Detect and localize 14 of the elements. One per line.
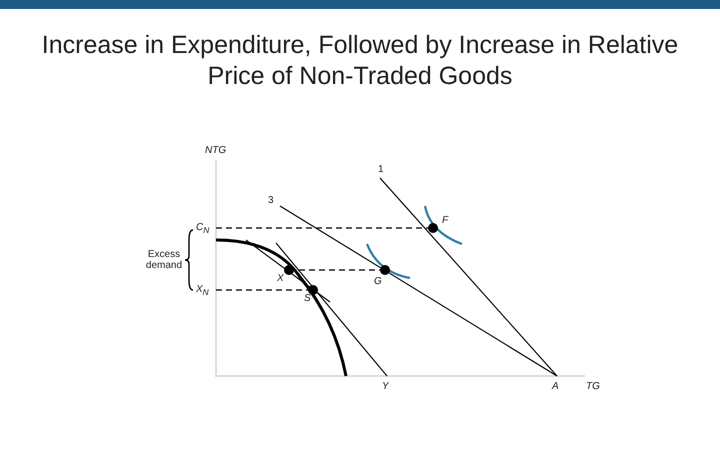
axis-label: TG (586, 381, 600, 392)
bracket-label: Excess demand (144, 249, 184, 271)
point-label: S (304, 293, 311, 304)
axis-tick-label: Y (382, 381, 389, 392)
title: Increase in Expenditure, Followed by Increase in Relative Price of Non-Traded Goods (40, 30, 680, 92)
point-label: X (277, 273, 284, 284)
point-label: F (442, 215, 448, 226)
line-label: 1 (378, 164, 384, 175)
axis-tick-label: A (552, 381, 559, 392)
point-label: G (374, 276, 382, 287)
axis-label: NTG (205, 145, 226, 156)
line-label: 3 (268, 195, 274, 206)
axis-tick-label: X$_{N}$ (196, 284, 209, 297)
axis-tick-label: C$_{N}$ (196, 222, 210, 235)
